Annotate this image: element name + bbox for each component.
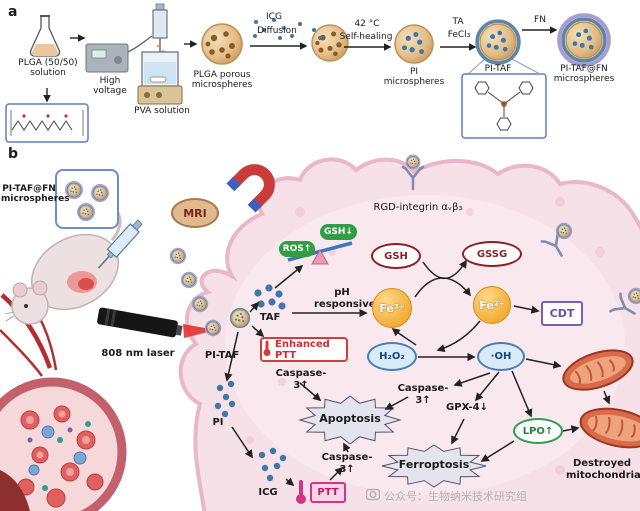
pi-taf-fn-microsphere (559, 15, 609, 65)
plga-solution-label: PLGA (50/50) solution (18, 58, 78, 79)
ferroptosis-label: Ferroptosis (398, 458, 470, 471)
icg-diffusion-dots (253, 18, 322, 40)
microsphere-box (55, 169, 119, 229)
fe2-circle: Fe²⁺ (473, 286, 511, 324)
pi-taf-label-b: PI-TAF (204, 350, 240, 361)
magnet-icon (226, 164, 275, 213)
rgd-integrin-label: RGD-integrin αᵥβ₃ (373, 202, 463, 213)
blood-cells (17, 405, 104, 508)
caspase3-label-a: Caspase-3↑ (275, 368, 327, 391)
pi-label: PI (212, 417, 224, 428)
pi-microsphere (394, 24, 434, 64)
ph-responsive-label: pH responsive (314, 287, 376, 310)
ros-badge: ROS↑ (279, 241, 315, 257)
blood-vessel-illustration (0, 293, 127, 511)
ta-fe-structure-box (461, 73, 547, 139)
syringe-icon (97, 219, 143, 269)
cytoplasm-speckles (246, 197, 624, 475)
plga-porous-microsphere (201, 23, 243, 65)
fecl3-label: FeCl₃ (447, 30, 471, 40)
destroyed-mitochondria-label: Destroyed mitochondria (566, 458, 640, 481)
icg-dots (258, 447, 287, 482)
pi-taf-microsphere-a (477, 21, 519, 63)
gsh-oval: GSH (371, 243, 421, 269)
ptt-box: PTT (310, 482, 346, 503)
high-voltage-label: High voltage (93, 76, 127, 97)
taf-label: TAF (259, 312, 281, 323)
mitochondria-icons (562, 349, 640, 449)
microspheres-box-label: PI-TAF@FN microspheres (1, 184, 70, 205)
pi-dots (214, 380, 236, 418)
flask-icon (29, 15, 61, 57)
laser-beam (183, 324, 216, 338)
mri-badge: MRI (171, 198, 219, 228)
seesaw-icon (287, 241, 353, 265)
laser-label: 808 nm laser (101, 348, 175, 359)
self-healing-label: Self-healing (339, 32, 393, 42)
taf-dots (254, 284, 286, 310)
mouse-illustration (4, 196, 122, 325)
laser-icon (97, 307, 220, 338)
lpo-oval: LPO↑ (513, 418, 563, 444)
gssg-oval: GSSG (462, 241, 522, 267)
fe3-circle: Fe³⁺ (372, 288, 412, 328)
plga-porous-label: PLGA porous microspheres (191, 70, 253, 91)
pi-taf-label-a: PI-TAF (484, 64, 512, 74)
callout-lines (467, 57, 541, 75)
ta-label: TA (452, 17, 464, 27)
gsh-down-badge: GSH↓ (320, 224, 357, 240)
watermark: 公众号：生物纳米技术研究组 (365, 487, 527, 504)
apoptosis-label: Apoptosis (319, 412, 381, 425)
fn-label: FN (534, 15, 546, 25)
microsphere-icon (556, 223, 571, 238)
hydroxyl-oval: ·OH (477, 342, 525, 371)
enhanced-ptt-box: Enhanced PTT (260, 337, 348, 362)
h2o2-oval: H₂O₂ (367, 342, 417, 371)
pi-taf-microsphere (231, 309, 250, 328)
thermometer-icon-ptt (294, 478, 308, 510)
icg-loading-microsphere (311, 24, 349, 62)
watermark-icon (365, 487, 381, 504)
diffusion-label: Diffusion (257, 26, 297, 36)
pi-microspheres-label: PI microspheres (383, 67, 445, 88)
microsphere-icon (406, 155, 420, 169)
icg-label-a: ICG (266, 12, 282, 22)
electrospray-icon (137, 3, 183, 105)
icg-label-b: ICG (258, 487, 278, 498)
panel-b-label: b (8, 146, 19, 162)
caspase3-label-c: Caspase-3↑ (321, 452, 373, 475)
enhanced-ptt-label: Enhanced PTT (275, 338, 330, 361)
cdt-box: CDT (541, 301, 583, 326)
temperature-label: 42 °C (354, 19, 380, 29)
pump-icon (85, 35, 153, 73)
process-arrows (43, 26, 558, 103)
thermometer-icon (262, 339, 272, 360)
plga-structure-box (5, 103, 89, 143)
gpx4-label: GPX-4↓ (446, 402, 488, 413)
panel-a-label: a (8, 4, 18, 20)
pi-taf-fn-label-a: PI-TAF@FN microspheres (553, 64, 615, 85)
flow-arrows (224, 259, 611, 487)
watermark-text: 公众号：生物纳米技术研究组 (384, 489, 527, 503)
caspase3-label-b: Caspase-3↑ (397, 383, 449, 406)
pva-solution-label: PVA solution (134, 106, 190, 116)
